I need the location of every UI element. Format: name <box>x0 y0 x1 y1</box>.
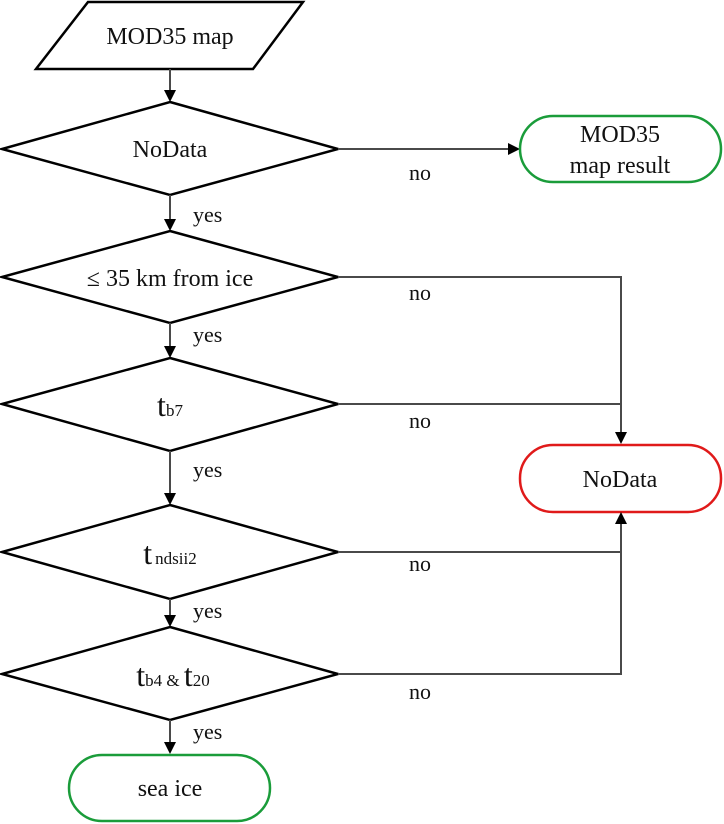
decision-distance-label: ≤ 35 km from ice <box>87 266 253 292</box>
edge-label-no: no <box>409 679 431 704</box>
terminal-nodata-label: NoData <box>583 467 658 493</box>
decision-nodata: NoData <box>0 100 343 197</box>
input-label: MOD35 map <box>106 24 233 50</box>
edge-label-yes: yes <box>193 719 222 744</box>
edge-tndsii2-no <box>338 512 627 553</box>
decision-distance-from-ice: ≤ 35 km from ice <box>0 229 343 325</box>
edge-label-yes: yes <box>193 457 222 482</box>
decision-tb7-label: tb7 <box>157 387 183 423</box>
edge-label-no: no <box>409 280 431 305</box>
edge-label-yes: yes <box>193 598 222 623</box>
decision-tb4-t20: tb4 & t20 <box>0 625 343 722</box>
decision-tb4-t20-label: tb4 & t20 <box>136 657 210 693</box>
edge-label-yes: yes <box>193 202 222 227</box>
decision-tb7: tb7 <box>0 356 343 453</box>
edge-distance-no <box>338 276 627 444</box>
edge-label-no: no <box>409 551 431 576</box>
edge-label-no: no <box>409 408 431 433</box>
input-node-mod35-map: MOD35 map <box>33 0 306 71</box>
terminal-mod35-map-result: MOD35 map result <box>518 114 723 184</box>
terminal-nodata: NoData <box>518 443 723 514</box>
edge-label-yes: yes <box>193 322 222 347</box>
edge-label-no: no <box>409 160 431 185</box>
decision-nodata-label: NoData <box>133 137 208 163</box>
terminal-mod35-line1: MOD35 <box>580 122 660 148</box>
terminal-sea-ice: sea ice <box>67 753 272 823</box>
terminal-mod35-line2: map result <box>570 153 671 179</box>
edge-tb4-t20-no <box>338 552 622 675</box>
terminal-sea-ice-label: sea ice <box>138 776 203 802</box>
